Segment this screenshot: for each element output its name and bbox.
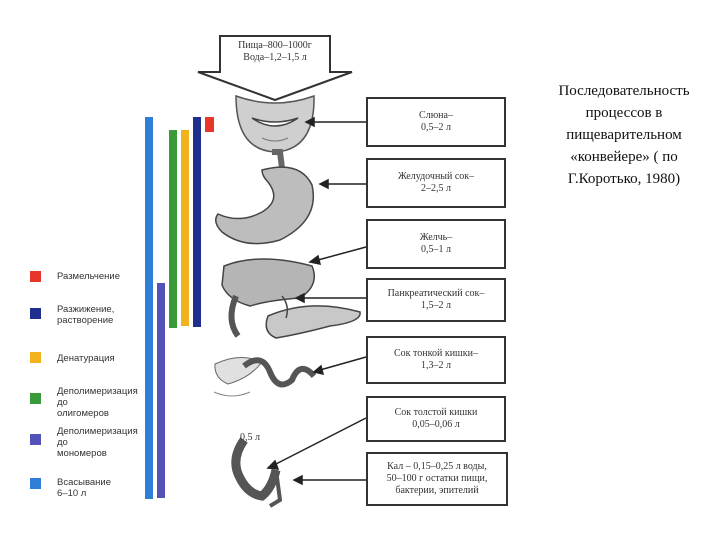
small-intestine-illustration — [213, 357, 317, 397]
box-line: Сок толстой кишки — [394, 407, 478, 418]
box-line: Кал – 0,15–0,25 л воды, — [387, 461, 487, 472]
box-line: 0,5–2 л — [421, 122, 451, 133]
process-bar-absorption — [145, 117, 153, 499]
box-line: Желудочный сок– — [397, 171, 475, 182]
gastric-juice-box: Желудочный сок– 2–2,5 л — [366, 158, 506, 208]
legend-swatch-grinding — [30, 271, 41, 282]
intake-food-text: Пища–800–1000г — [238, 40, 312, 51]
large-intestine-juice-box: Сок толстой кишки 0,05–0,06 л — [366, 396, 506, 442]
box-line: 50–100 г остатки пищи, — [386, 473, 488, 484]
legend-label: Денатурация — [57, 353, 115, 364]
legend-label: Размельчение — [57, 271, 120, 282]
legend-swatch-denaturation — [30, 352, 41, 363]
box-line: 1,5–2 л — [421, 300, 451, 311]
mouth-illustration — [235, 94, 315, 153]
intake-arrow-shape — [197, 35, 353, 102]
small-intestine-juice-box: Сок тонкой кишки– 1,3–2 л — [366, 336, 506, 384]
bile-box: Желчь– 0,5–1 л — [366, 219, 506, 269]
legend-swatch-liquefaction — [30, 308, 41, 319]
process-bar-denaturation — [181, 130, 189, 326]
feces-box: Кал – 0,15–0,25 л воды, 50–100 г остатки… — [366, 452, 508, 506]
pancreatic-juice-box: Панкреатический сок– 1,5–2 л — [366, 278, 506, 322]
legend-swatch-monomers — [30, 434, 41, 445]
legend-label: Разжижение, растворение — [57, 304, 115, 326]
diagram-title: Последовательность процессов в пищеварит… — [558, 83, 690, 187]
legend-swatch-oligomers — [30, 393, 41, 404]
box-line: 2–2,5 л — [421, 183, 451, 194]
box-line: Слюна– — [419, 110, 453, 121]
process-bar-monomers — [157, 283, 165, 498]
volume-label: 0,5 л — [240, 432, 260, 443]
stomach-illustration — [215, 149, 314, 245]
intake-water-text: Вода–1,2–1,5 л — [243, 52, 307, 63]
process-bar-grinding — [205, 117, 214, 132]
intake-label: Пища–800–1000г Вода–1,2–1,5 л — [222, 40, 328, 64]
legend-label: Деполимеризация до мономеров — [57, 426, 138, 459]
large-intestine-illustration — [231, 437, 283, 508]
box-line: 0,5–1 л — [421, 244, 451, 255]
box-line: Панкреатический сок– — [387, 288, 485, 299]
box-line: 1,3–2 л — [421, 360, 451, 371]
box-line: Сок тонкой кишки– — [394, 348, 478, 359]
process-bar-liquefaction — [193, 117, 201, 327]
process-bar-oligomers — [169, 130, 177, 328]
legend-label: Всасывание 6–10 л — [57, 477, 112, 499]
legend-swatch-absorption — [30, 478, 41, 489]
box-line: Желчь– — [419, 232, 453, 243]
saliva-box: Слюна– 0,5–2 л — [366, 97, 506, 147]
box-line: 0,05–0,06 л — [412, 419, 460, 430]
box-line: бактерии, эпителий — [395, 485, 479, 496]
legend-label: Деполимеризация до олигомеров — [57, 386, 138, 419]
